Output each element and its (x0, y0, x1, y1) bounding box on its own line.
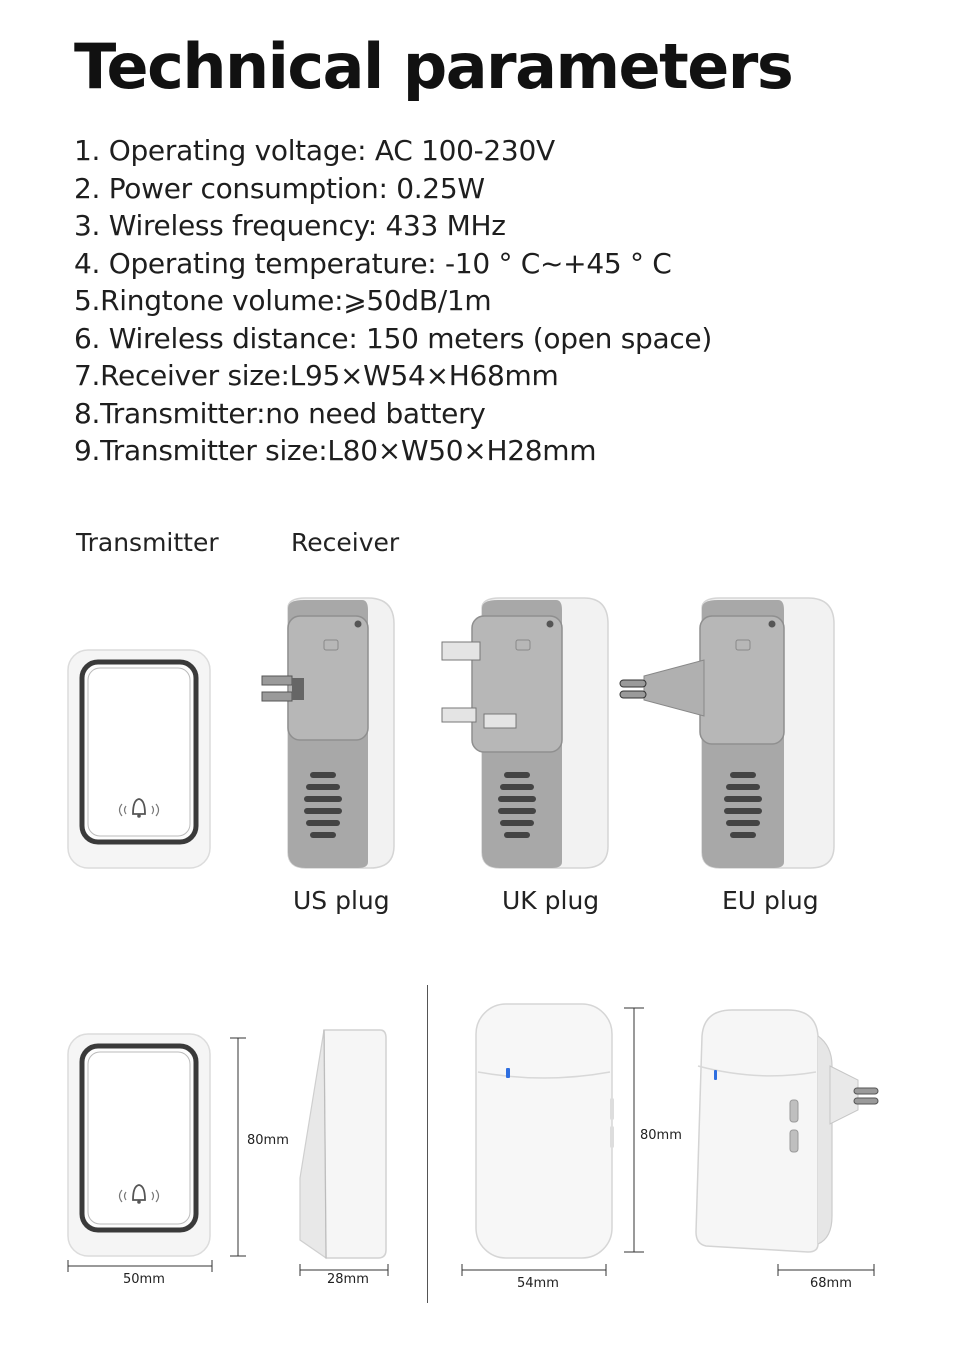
receiver-side-image (695, 1009, 879, 1253)
page-title: Technical parameters (74, 30, 794, 103)
bell-icon (118, 1184, 160, 1204)
receiver-label: Receiver (291, 528, 400, 557)
spec-item: 6. Wireless distance: 150 meters (open s… (74, 321, 712, 355)
spec-item: 3. Wireless frequency: 433 MHz (74, 209, 506, 242)
indicator-light (506, 1068, 510, 1078)
transmitter-label: Transmitter (76, 528, 219, 557)
receiver-depth-label: 68mm (810, 1276, 852, 1291)
transmitter-depth-marker (299, 1264, 389, 1276)
receiver-width-marker (461, 1264, 607, 1276)
eu-plug-label: EU plug (722, 886, 819, 915)
bell-icon (118, 798, 160, 818)
receiver-height-label: 80mm (640, 1128, 682, 1143)
uk-plug-label: UK plug (502, 886, 600, 915)
spec-item: 1. Operating voltage: AC 100-230V (74, 134, 555, 167)
receiver-uk-plug-image (441, 597, 609, 869)
spec-item: 9.Transmitter size:L80×W50×H28mm (74, 434, 597, 467)
transmitter-height-marker (230, 1037, 246, 1257)
receiver-width-label: 54mm (517, 1276, 559, 1291)
spec-item: 7.Receiver size:L95×W54×H68mm (74, 359, 559, 392)
spec-item: 5.Ringtone volume:⩾50dB/1m (74, 284, 492, 317)
receiver-depth-marker (777, 1264, 875, 1276)
spec-item: 4. Operating temperature: -10 ° C~+45 ° … (74, 246, 672, 280)
section-divider (427, 985, 428, 1303)
transmitter-front-dimension-image (67, 1033, 211, 1257)
receiver-eu-plug-image (619, 597, 835, 869)
spec-item: 8.Transmitter:no need battery (74, 396, 486, 430)
transmitter-depth-label: 28mm (327, 1272, 369, 1287)
transmitter-height-label: 80mm (247, 1133, 289, 1148)
transmitter-width-marker (67, 1260, 213, 1272)
spec-item: 2. Power consumption: 0.25W (74, 171, 485, 205)
receiver-front-image (475, 1003, 614, 1259)
spec-list: 1. Operating voltage: AC 100-230V 2. Pow… (74, 132, 712, 470)
us-plug-label: US plug (293, 886, 390, 915)
receiver-us-plug-image (261, 597, 395, 869)
transmitter-width-label: 50mm (123, 1272, 165, 1287)
transmitter-side-image (299, 1029, 387, 1260)
transmitter-front-image (67, 649, 211, 869)
receiver-height-marker (624, 1007, 644, 1253)
